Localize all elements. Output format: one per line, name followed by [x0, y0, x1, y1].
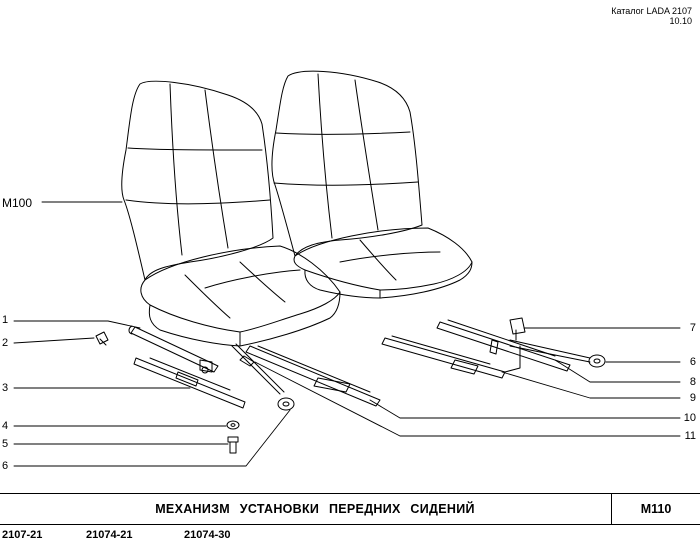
section-code: M110 — [611, 494, 700, 524]
callout-4: 4 — [2, 420, 9, 432]
callout-11: 11 — [684, 430, 696, 442]
part-6-stud-left — [231, 343, 295, 411]
callout-10: 10 — [683, 412, 696, 424]
part-5-bolt — [227, 436, 239, 454]
exploded-diagram — [13, 70, 681, 467]
part-2-pin — [95, 331, 109, 346]
part-10-11-middle-rail — [239, 345, 381, 407]
left-seat-drawing — [121, 80, 341, 347]
assembly-label: M100 — [2, 196, 33, 210]
model-number: 21074-21 — [86, 529, 133, 541]
callout-6-right: 6 — [689, 356, 696, 368]
part-6-stud-right — [509, 339, 606, 368]
callout-3: 3 — [2, 382, 9, 394]
callout-8: 8 — [689, 376, 696, 388]
catalog-name: Каталог LADA 2107 — [611, 6, 692, 16]
title-bar: МЕХАНИЗМ УСТАНОВКИ ПЕРЕДНИХ СИДЕНИЙ M110 — [0, 493, 700, 525]
catalog-header: Каталог LADA 2107 10.10 — [611, 6, 692, 26]
callout-7: 7 — [689, 322, 696, 334]
part-8-rail — [436, 319, 571, 372]
callout-1: 1 — [2, 314, 9, 326]
model-number: 21074-30 — [184, 529, 231, 541]
part-3-rail — [133, 357, 246, 409]
model-number: 2107-21 — [2, 529, 43, 541]
leader-lines — [13, 201, 681, 467]
callout-6: 6 — [2, 460, 9, 472]
diagram-title: МЕХАНИЗМ УСТАНОВКИ ПЕРЕДНИХ СИДЕНИЙ — [155, 502, 475, 516]
part-4-nut — [226, 420, 240, 430]
part-9-rail — [381, 335, 521, 379]
callout-9: 9 — [689, 392, 696, 404]
callout-5: 5 — [2, 438, 9, 450]
catalog-date: 10.10 — [669, 16, 692, 26]
callout-2: 2 — [2, 337, 9, 349]
right-seat-drawing — [271, 70, 473, 299]
part-1-lever — [128, 325, 219, 374]
part-7-clip — [509, 317, 526, 341]
